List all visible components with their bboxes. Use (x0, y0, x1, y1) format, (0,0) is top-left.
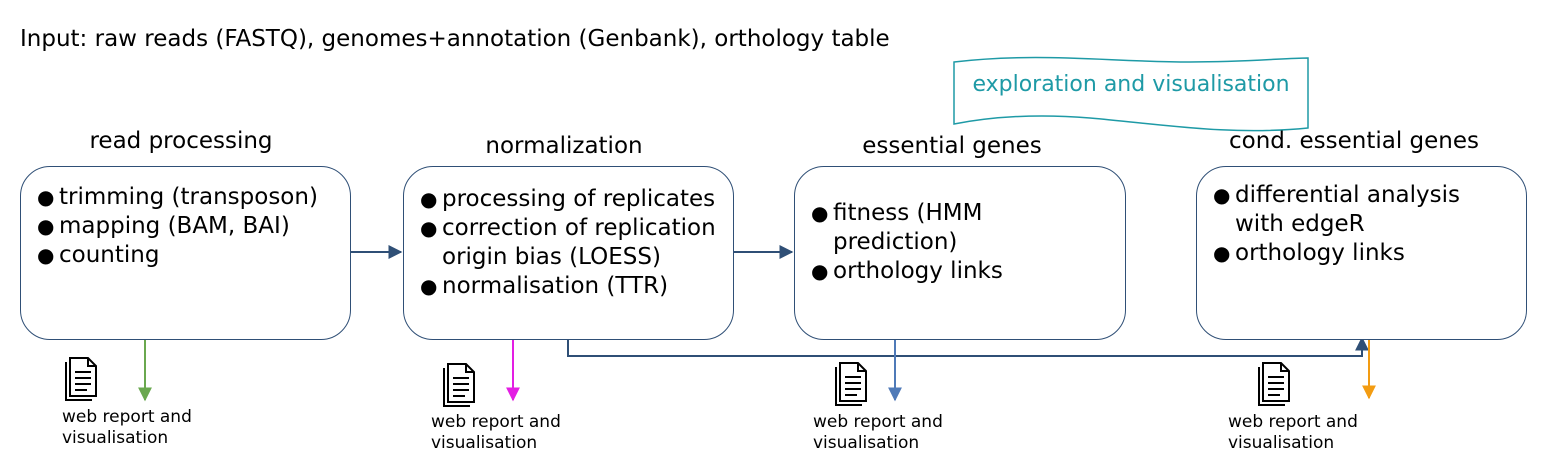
document-icon (65, 357, 97, 401)
stage-item: fitness (HMM prediction) (811, 199, 1095, 257)
document-icon (1258, 362, 1290, 406)
stage-title-read-processing: read processing (89, 128, 273, 154)
report-label: web report and visualisation (431, 412, 561, 453)
stage-item: counting (37, 241, 336, 270)
document-icon (443, 363, 475, 407)
stage-box-essential-genes: fitness (HMM prediction) orthology links (794, 166, 1126, 340)
document-icon (835, 362, 867, 406)
stage-box-read-processing: trimming (transposon) mapping (BAM, BAI)… (20, 166, 351, 340)
stage-item: correction of replication origin bias (L… (420, 214, 725, 272)
stage-item: processing of replicates (420, 185, 725, 214)
stage-title-cond-essential-genes: cond. essential genes (1228, 128, 1480, 154)
stage-box-cond-essential-genes: differential analysis with edgeR ortholo… (1196, 166, 1527, 340)
stage-item: mapping (BAM, BAI) (37, 212, 336, 241)
banner-label: exploration and visualisation (972, 72, 1290, 97)
stage-item: differential analysis with edgeR (1213, 181, 1506, 239)
bypass-connector (567, 336, 1369, 357)
report-label: web report and visualisation (62, 407, 192, 448)
input-description: Input: raw reads (FASTQ), genomes+annota… (20, 26, 890, 52)
stage-item: orthology links (1213, 239, 1506, 268)
stage-title-essential-genes: essential genes (862, 133, 1042, 159)
banner-flag-shape (953, 56, 1309, 132)
report-label: web report and visualisation (1228, 412, 1358, 453)
stage-item: orthology links (811, 257, 1095, 286)
stage-box-normalization: processing of replicates correction of r… (403, 166, 734, 340)
stage-item: normalisation (TTR) (420, 272, 725, 301)
stage-title-normalization: normalization (485, 133, 643, 159)
report-label: web report and visualisation (813, 412, 943, 453)
stage-item: trimming (transposon) (37, 183, 336, 212)
